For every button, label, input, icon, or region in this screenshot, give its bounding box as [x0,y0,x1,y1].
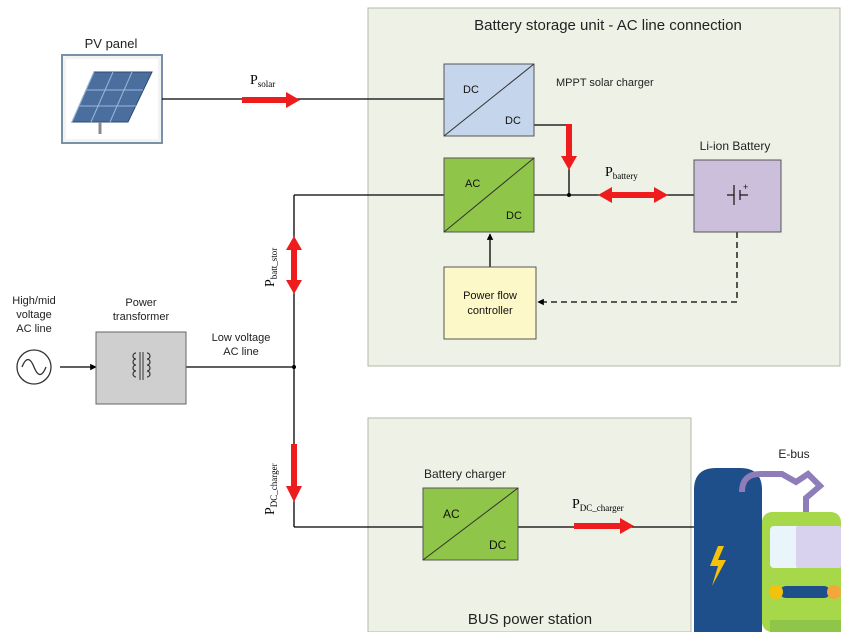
controller-label-line2: controller [467,305,513,317]
p-batt-stor-arrow [286,236,302,294]
junction-lv [292,365,296,369]
junction-battery [567,193,571,197]
inverter-dc-label: DC [506,210,522,222]
p-battery-arrow [598,187,668,203]
mppt-dcdc-converter: DC DC [443,63,535,137]
lv-line-label-1: Low voltage [212,332,271,344]
p-solar-label: Psolar [250,73,275,89]
ac-source-icon [16,349,52,385]
battery-charger-label: Battery charger [424,467,506,481]
p-dc-charger-vert-label: PDC_charger [263,463,279,515]
dcdc-input-label: DC [463,84,479,96]
dcdc-output-label: DC [505,115,521,127]
solar-panel-icon [61,54,163,144]
ebus-label: E-bus [778,447,809,461]
p-dc-charger-vert-arrow [286,444,302,502]
transformer-icon [95,331,187,405]
power-arrows [242,92,668,534]
p-batt-stor-label: Pbatt_stor [263,248,279,287]
storage-unit-title: Battery storage unit - AC line connectio… [474,17,742,34]
battery-icon: + [693,159,782,233]
p-solar-arrow [242,92,300,108]
battery-label: Li-ion Battery [700,139,771,153]
bus-station-panel [367,417,692,632]
battery-charger-converter: AC DC [422,487,519,561]
pv-panel-label: PV panel [85,36,138,51]
charger-dc-label: DC [489,538,507,552]
p-dc-charger-horiz-arrow [574,518,634,534]
p-mppt-arrow [561,124,577,170]
inverter-ac-label: AC [465,178,480,190]
p-battery-label: Pbattery [605,165,638,181]
acdc-inverter: AC DC [443,157,535,233]
hv-line-label-1: High/mid [12,295,55,307]
svg-text:+: + [743,182,748,192]
p-dc-charger-label: PDC_charger [572,497,624,513]
power-flow-controller: Power flow controller [443,266,537,340]
controller-label-line1: Power flow [463,290,517,302]
lv-line-label-2: AC line [223,346,258,358]
charger-ac-label: AC [443,507,460,521]
mppt-label: MPPT solar charger [556,77,654,89]
hv-line-label-3: AC line [16,323,51,335]
transformer-label-1: Power [125,297,157,309]
electric-bus-icon [694,468,841,632]
transformer-label-2: transformer [113,311,170,323]
control-signal-line [537,232,738,306]
bus-station-title: BUS power station [468,611,592,628]
lightning-bolt-icon [710,546,726,586]
hv-line-label-2: voltage [16,309,51,321]
